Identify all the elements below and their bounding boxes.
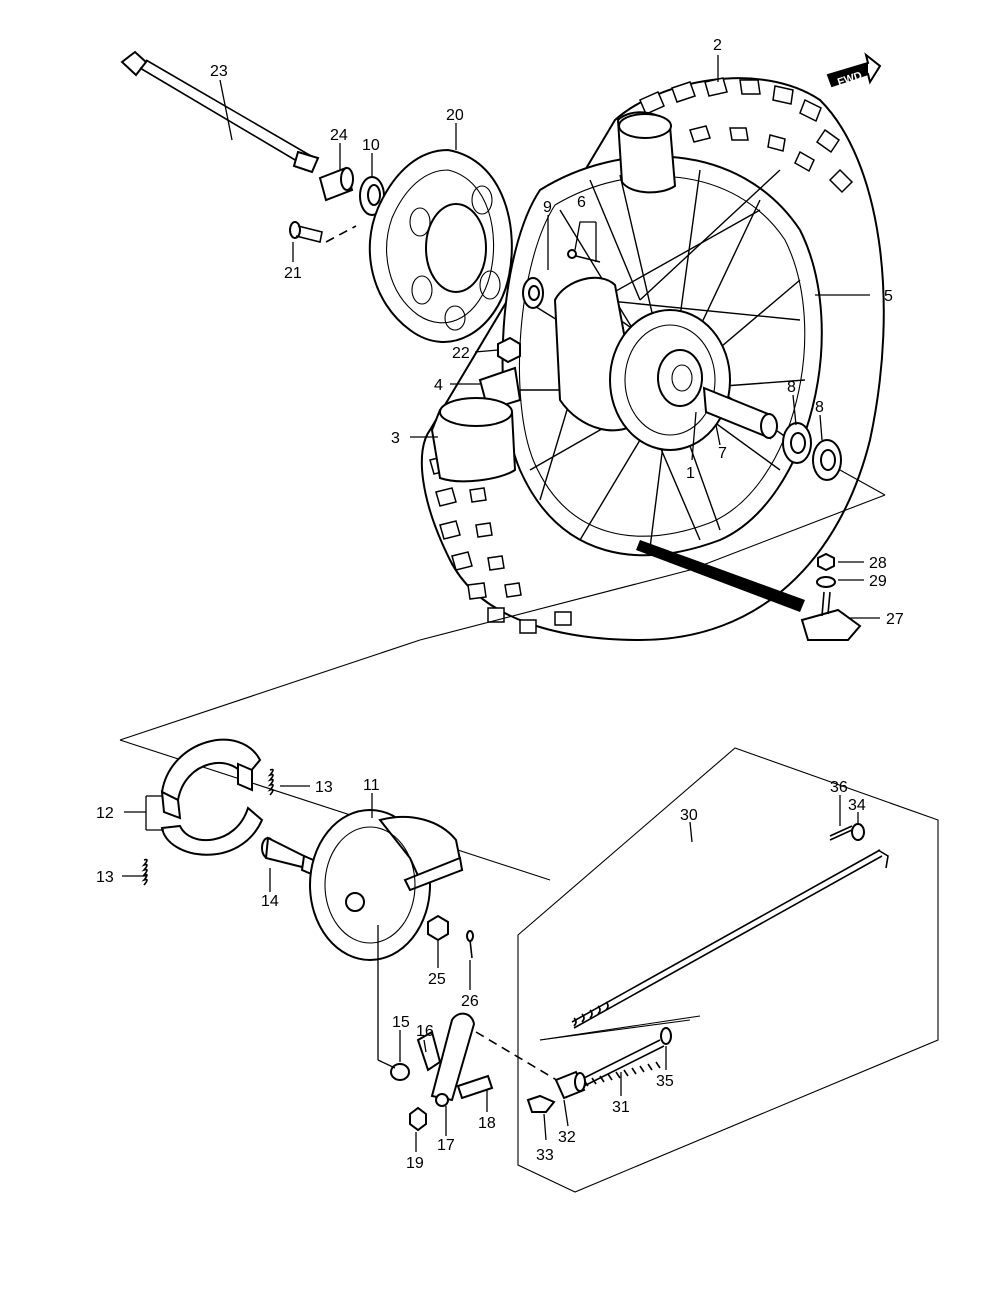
cotter-pin-part	[466, 930, 474, 959]
brake-shoe-spring-part	[141, 768, 274, 886]
callout-6: 6	[577, 194, 586, 211]
callout-12: 12	[96, 805, 114, 822]
callout-9: 9	[543, 199, 552, 216]
hub-spacer-part	[702, 386, 778, 440]
tube-valve-part	[616, 111, 677, 194]
callout-22: 22	[452, 345, 470, 362]
callout-3: 3	[391, 430, 400, 447]
callout-21: 21	[284, 265, 302, 282]
callout-27: 27	[886, 611, 904, 628]
rod-cotter-pin-part	[829, 825, 853, 841]
callout-24: 24	[330, 127, 348, 144]
callout-10: 10	[362, 137, 380, 154]
rod-joint-part	[554, 1070, 586, 1100]
leader-lines	[122, 55, 880, 1152]
callout-29: 29	[869, 573, 887, 590]
callout-36: 36	[830, 779, 848, 796]
callout-16: 16	[416, 1023, 434, 1040]
rim-lock-washer-part	[816, 576, 836, 588]
callout-26: 26	[461, 993, 479, 1010]
inner-tube-part	[430, 397, 517, 483]
return-spring-part	[579, 1039, 665, 1087]
callout-8a: 8	[787, 379, 796, 396]
callout-14: 14	[261, 893, 279, 910]
callout-1: 1	[686, 465, 695, 482]
wear-indicator-part	[416, 1030, 442, 1072]
callout-2: 2	[713, 37, 722, 54]
sprocket-bolt-part	[289, 221, 323, 243]
callout-32: 32	[558, 1129, 576, 1146]
brake-arm-bolt-part	[456, 1074, 494, 1100]
callout-34: 34	[848, 797, 866, 814]
callout-33: 33	[536, 1147, 554, 1164]
callout-11: 11	[363, 777, 380, 794]
rim-lock-part	[800, 591, 862, 641]
brake-rod-part	[571, 849, 889, 1029]
callout-25: 25	[428, 971, 446, 988]
callout-28: 28	[869, 555, 887, 572]
callout-17: 17	[437, 1137, 455, 1154]
callout-20: 20	[446, 107, 464, 124]
adjust-nut-part	[526, 1094, 556, 1113]
brake-rod-frame	[517, 747, 939, 1193]
brake-arm-nut-part	[409, 1106, 427, 1132]
rim-lock-pointer	[636, 540, 805, 612]
callout-5: 5	[884, 288, 893, 305]
callout-13a: 13	[315, 779, 333, 796]
callout-35: 35	[656, 1073, 674, 1090]
brake-panel-nut-part	[427, 914, 449, 942]
o-ring-part	[390, 1063, 410, 1081]
axle-collar-part	[318, 166, 354, 202]
brake-panel-part	[309, 809, 464, 961]
callout-30: 30	[680, 807, 698, 824]
callout-15: 15	[392, 1014, 410, 1031]
wheel-bearing-part	[522, 277, 842, 481]
wheel-hub-part	[553, 276, 731, 451]
callout-23: 23	[210, 63, 228, 80]
brake-shoe-part	[160, 738, 264, 856]
sprocket-nut-part	[497, 336, 521, 364]
callout-19: 19	[406, 1155, 424, 1172]
callout-13b: 13	[96, 869, 114, 886]
callout-8b: 8	[815, 399, 824, 416]
callout-labels: 1 2 3 4 5 6 7 8 8 9 10 11 12 13 13 14 15…	[96, 37, 904, 1172]
callout-31: 31	[612, 1099, 630, 1116]
rear-sprocket-part	[368, 148, 513, 343]
brake-arm-part	[430, 1012, 476, 1107]
callout-7: 7	[718, 445, 727, 462]
callout-4: 4	[434, 377, 443, 394]
callout-18: 18	[478, 1115, 496, 1132]
rod-washer-part	[660, 823, 865, 1045]
rear-axle-part	[120, 50, 320, 174]
fwd-arrow-badge: FWD	[826, 52, 882, 89]
rim-lock-nut-part	[817, 552, 835, 572]
